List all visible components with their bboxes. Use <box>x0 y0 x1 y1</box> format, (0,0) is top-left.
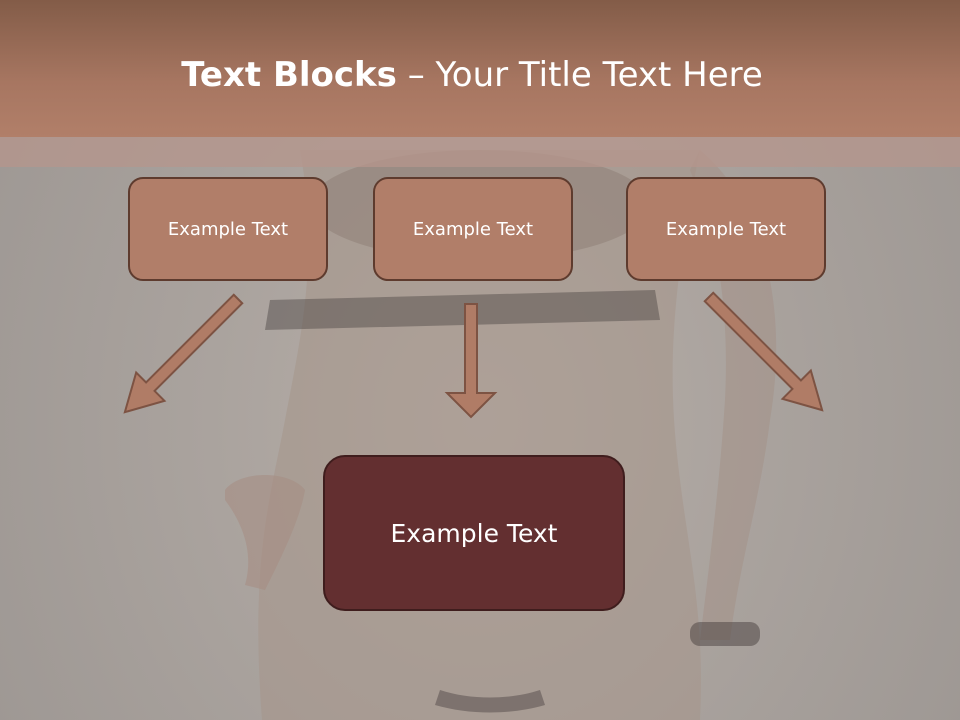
target-text-block[interactable]: Example Text <box>323 455 625 611</box>
target-text-label: Example Text <box>390 518 558 548</box>
text-block-center[interactable]: Example Text <box>373 177 573 281</box>
title-bar <box>0 0 960 137</box>
slide-title-bold: Text Blocks <box>181 55 397 95</box>
text-block-label: Example Text <box>665 218 787 240</box>
title-divider-strip <box>0 137 960 167</box>
slide-title: Text Blocks – Your Title Text Here <box>0 52 944 98</box>
text-block-left[interactable]: Example Text <box>128 177 328 281</box>
text-block-label: Example Text <box>167 218 289 240</box>
text-block-right[interactable]: Example Text <box>626 177 826 281</box>
text-block-label: Example Text <box>412 218 534 240</box>
slide-title-rest: – Your Title Text Here <box>407 55 763 95</box>
